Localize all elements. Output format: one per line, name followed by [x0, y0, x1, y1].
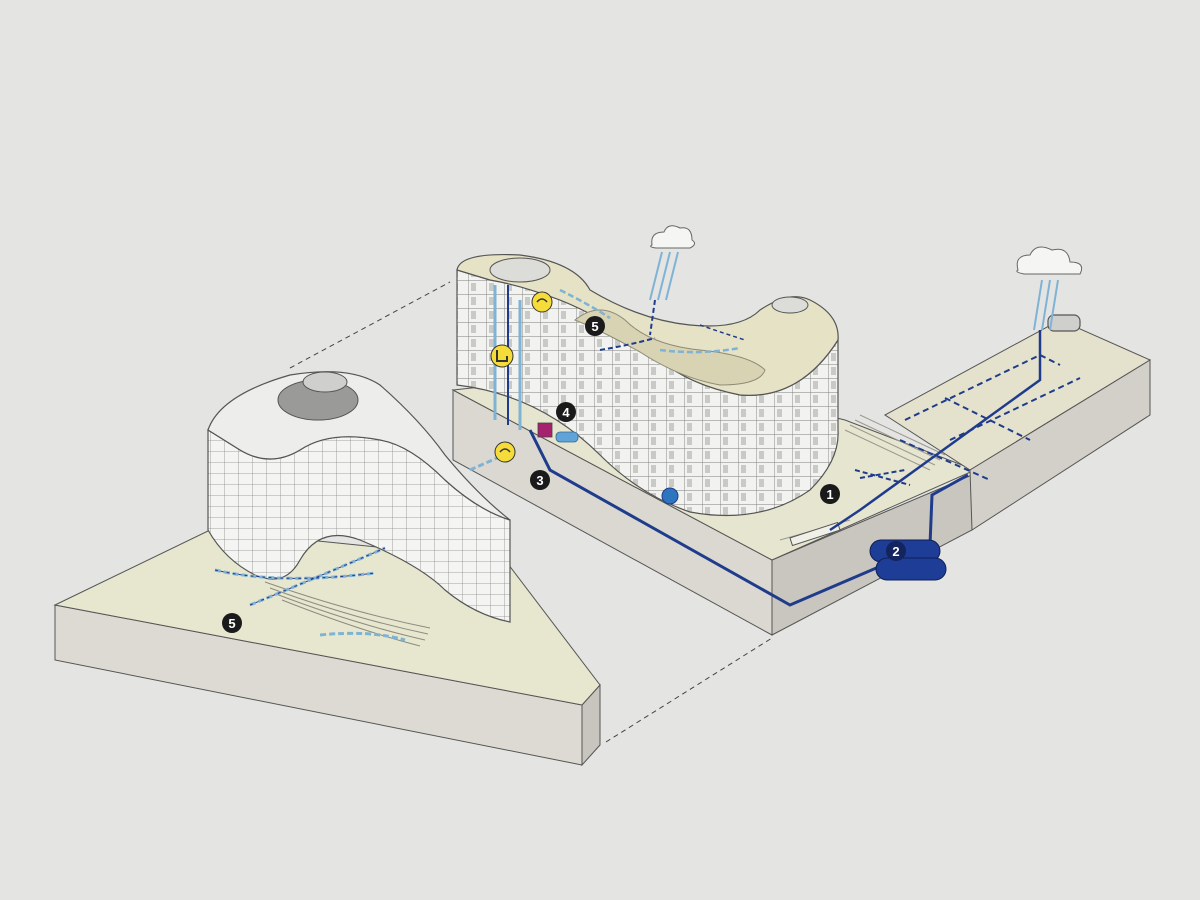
east-extension-side — [969, 359, 1151, 531]
stormwater-main-pipe — [528, 429, 969, 607]
cloud-icon — [650, 225, 696, 249]
callout-4: 4 — [556, 402, 576, 422]
callout-1: 1 — [820, 484, 840, 504]
rain-collection-pipe — [829, 330, 1042, 532]
svg-text:2: 2 — [892, 544, 899, 559]
svg-text:4: 4 — [562, 405, 570, 420]
filter-icon — [555, 431, 579, 443]
storage-tank-icon — [869, 539, 947, 581]
infiltration-trench — [789, 521, 841, 547]
left-irrigation-flow — [214, 546, 406, 642]
right-building-block — [451, 253, 1152, 636]
roof-flow-lines — [559, 288, 746, 354]
plaza-collection-arrows — [854, 469, 911, 486]
infiltration-point-icon — [661, 487, 679, 505]
left-building-block — [53, 371, 601, 767]
rain-icon — [649, 251, 679, 301]
amphitheatre-steps — [264, 581, 431, 647]
svg-text:3: 3 — [536, 473, 543, 488]
rooftop-equipment — [1047, 314, 1081, 332]
svg-text:5: 5 — [228, 616, 235, 631]
rain-arrow — [649, 299, 656, 336]
callout-5-roof: 5 — [585, 316, 605, 336]
left-roof-skylight-top — [302, 371, 348, 393]
callout-2: 2 — [886, 541, 906, 561]
irrigation-icon — [531, 291, 553, 313]
roof-skylight-east — [771, 296, 809, 314]
callout-5-landscape: 5 — [222, 613, 242, 633]
roof-garden-path — [574, 309, 766, 386]
roof-skylight-west — [489, 257, 551, 283]
svg-text:1: 1 — [826, 487, 833, 502]
svg-text:5: 5 — [591, 319, 598, 334]
irrigation-icon — [494, 441, 516, 463]
callout-3: 3 — [530, 470, 550, 490]
alignment-lines — [289, 281, 773, 743]
toilet-icon — [490, 344, 514, 368]
cloud-icon — [1016, 246, 1083, 275]
pump-icon — [537, 422, 553, 438]
rain-icon — [1033, 279, 1059, 331]
